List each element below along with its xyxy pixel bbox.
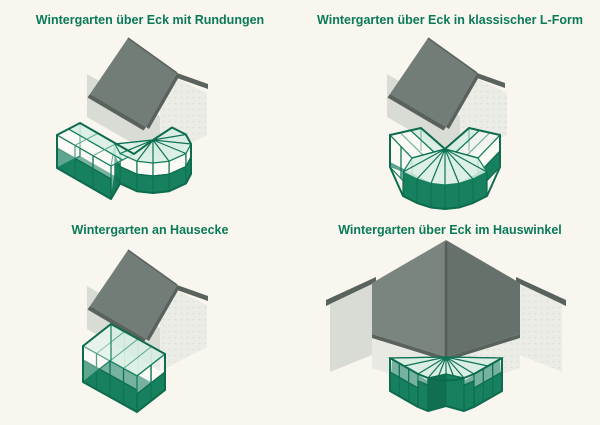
right-eave-fascia [446,334,520,361]
illustration-l-form [387,37,507,210]
wing-posts [74,145,94,189]
wintergarden-2 [388,127,502,210]
left-gable-wall [330,284,372,372]
roof-eave-fascia [87,94,146,131]
left-roof-slope [372,240,446,357]
wintergarden-1 [55,122,192,201]
roof-gable-fascia [146,73,180,129]
left-eave-fascia [372,334,446,361]
house-roof-slope [90,250,177,339]
garden-roof-outline [389,357,503,382]
roof-gable-fascia [146,285,180,341]
left-gable-fascia [326,277,376,306]
house-gable-wall [460,79,507,159]
garden-outline [389,127,501,210]
house-gable-wall [160,291,207,371]
garden-outline [82,323,166,413]
roof-eave-fascia [87,306,146,343]
right-wing-roof-bar [466,132,491,156]
roof-back-fascia [177,73,208,89]
illustration-hausecke [81,249,208,414]
right-side-posts [482,363,494,402]
wintergarden-3 [81,322,167,414]
illustration-hauswinkel [326,240,566,412]
right-block-solid [463,380,475,412]
house-2 [387,37,507,159]
panel-title-hausecke: Wintergarten an Hausecke [71,223,229,237]
garden-wall-outline [389,358,503,412]
house-roof-slope [390,38,477,127]
panel-title-l-form: Wintergarten über Eck in klassischer L-F… [317,13,583,27]
roof-back-fascia [477,73,505,88]
wintergarden-4 [387,356,505,412]
ridge-line [127,249,178,286]
ridge-line [427,37,478,74]
left-side-posts [398,363,410,402]
fan-ribs [402,148,488,185]
panel-title-rundungen: Wintergarten über Eck mit Rundungen [35,13,265,27]
roof-back-fascia [177,285,208,301]
fan-ribs [389,356,503,381]
right-roof-slope [446,240,520,357]
right-gable-fascia [516,277,566,306]
left-block-solid [417,380,429,412]
wing-roof-bars [74,132,117,157]
garden-outline [56,122,192,200]
bay-posts [416,179,474,209]
illustration-rounded-corner [55,37,208,201]
roof-eave-fascia [387,94,446,131]
panel-title-hauswinkel: Wintergarten über Eck im Hauswinkel [338,223,562,237]
ridge-line [127,37,178,74]
interior-posts [420,129,470,151]
roof-gable-fascia [446,73,480,129]
right-gable-wall [520,284,562,372]
house-roof-slope [90,38,177,127]
left-wing-roof-bar [399,132,424,156]
